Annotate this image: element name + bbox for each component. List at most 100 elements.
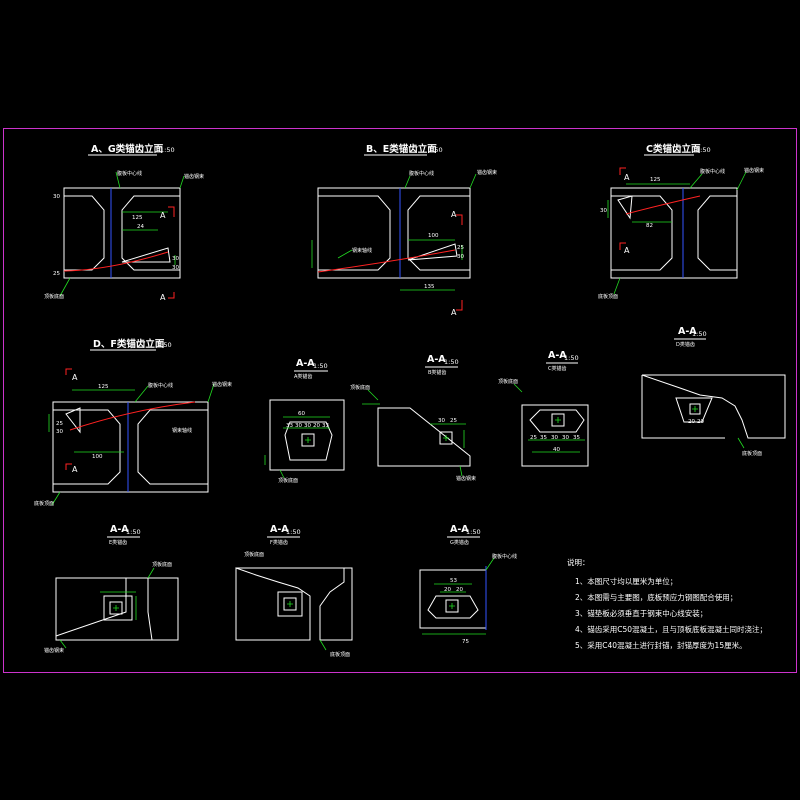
view-c-dim2: 82 [646, 223, 653, 229]
view-df-marker-bottom: A [72, 465, 78, 474]
section-e-label-plate: 顶板底面 [152, 561, 172, 568]
section-c: A-A 1:50 C类锚齿 25 35 30 30 35 40 顶板底面 [498, 350, 589, 467]
view-ag-dim2: 24 [137, 224, 144, 230]
view-be-label-anchor: 锚齿钢束 [477, 169, 497, 176]
view-be-label-tendon: 钢束轴线 [352, 247, 372, 254]
view-c-title: C类锚齿立面 [646, 143, 701, 155]
section-a-dim-1: 33 [286, 423, 293, 429]
section-d-dim-2: 20 [697, 419, 704, 425]
view-c-marker-bottom: A [624, 246, 630, 255]
view-be-dim4: 30 [457, 254, 464, 260]
section-b-title: A-A [427, 354, 446, 365]
view-c-dim1: 125 [650, 177, 661, 183]
section-g-dim-2: 20 [456, 587, 463, 593]
section-e-title: A-A [110, 524, 129, 535]
view-df-label-centerline: 腹板中心线 [148, 382, 173, 389]
section-b-dim-top2: 25 [450, 418, 457, 424]
notes-header: 说明： [567, 557, 590, 567]
section-d-sub: D类锚齿 [676, 341, 695, 348]
note-item-3: 3、锚垫板必须垂直于钢束中心线安装； [575, 608, 707, 618]
view-be-label-centerline: 腹板中心线 [409, 170, 434, 177]
note-item-1: 1、本图尺寸均以厘米为单位； [575, 576, 677, 586]
section-a-dim-3: 30 [304, 423, 311, 429]
section-f-scale: 1:50 [286, 528, 301, 536]
section-a-dim-2: 30 [295, 423, 302, 429]
section-f-label-anchor: 底板顶面 [330, 651, 350, 658]
section-g: A-A 1:50 G类锚齿 53 20 20 75 腹板中心线 [419, 524, 517, 645]
section-a-label-plate: 顶板底面 [278, 477, 298, 484]
section-c-dim-3: 30 [551, 435, 558, 441]
view-ag-label-anchor: 锚齿钢束 [184, 173, 204, 180]
view-df-scale: 1:50 [157, 341, 172, 349]
view-df-label-anchor: 锚齿钢束 [212, 381, 232, 388]
view-df-title: D、F类锚齿立面 [93, 338, 165, 350]
view-df-dim2: 100 [92, 454, 103, 460]
view-c-label-plate: 底板顶面 [598, 293, 618, 300]
section-b-dim-top: 30 [438, 418, 445, 424]
section-g-scale: 1:50 [466, 528, 481, 536]
section-d: A-A 1:50 D类锚齿 20 20 底板顶面 [641, 326, 786, 457]
view-be-elevation: B、E类锚齿立面 1:50 100 135 25 30 A A 腹板中心线 锚齿… [311, 143, 497, 317]
section-c-dim-4: 30 [562, 435, 569, 441]
view-df-dim3: 25 [56, 421, 63, 427]
view-ag-marker-bottom: A [160, 293, 166, 302]
section-e: A-A 1:50 E类锚齿 顶板底面 锚齿钢束 [44, 524, 179, 654]
view-be-title: B、E类锚齿立面 [366, 143, 437, 155]
note-item-4: 4、锚齿采用C50混凝土，且与顶板底板混凝土同时浇注； [575, 624, 767, 634]
section-f-label-plate: 顶板底面 [244, 551, 264, 558]
view-df-dim1: 125 [98, 384, 109, 390]
section-c-sub: C类锚齿 [548, 365, 567, 372]
section-c-dim-1: 25 [530, 435, 537, 441]
view-be-dim2: 135 [424, 284, 435, 290]
view-ag-scale: 1:50 [160, 146, 175, 154]
section-b: A-A 1:50 B类锚齿 30 25 顶板底面 锚齿钢束 [350, 354, 476, 482]
view-ag-label-plate: 顶板底面 [44, 293, 64, 300]
view-c-elevation: C类锚齿立面 1:50 125 82 30 A A 腹板中心线 锚齿钢束 底板顶… [598, 143, 764, 300]
view-c-scale: 1:50 [696, 146, 711, 154]
section-c-scale: 1:50 [564, 354, 579, 362]
section-f-sub: F类锚齿 [270, 539, 288, 546]
view-df-dim4: 30 [56, 429, 63, 435]
section-f-title: A-A [270, 524, 289, 535]
section-a-dim-5: 33 [322, 423, 329, 429]
view-be-marker-top: A [451, 210, 457, 219]
view-df-label-plate: 底板顶面 [34, 500, 54, 507]
section-d-label-plate: 底板顶面 [742, 450, 762, 457]
view-df-marker-top: A [72, 373, 78, 382]
view-c-marker-top: A [624, 173, 630, 182]
view-ag-marker-top: A [160, 211, 166, 220]
section-g-sub: G类锚齿 [450, 539, 469, 546]
section-c-dim-5: 35 [573, 435, 580, 441]
section-e-sub: E类锚齿 [109, 539, 127, 546]
view-be-dim1: 100 [428, 233, 439, 239]
section-d-scale: 1:50 [692, 330, 707, 338]
view-ag-dim1: 125 [132, 215, 143, 221]
view-ag-dim4: 25 [53, 271, 60, 277]
section-a-dim-4: 20 [313, 423, 320, 429]
view-df-elevation: D、F类锚齿立面 1:50 125 100 25 30 A A 腹板中心线 锚齿… [34, 338, 232, 507]
section-b-label-plate: 顶板底面 [350, 384, 370, 391]
section-f: A-A 1:50 F类锚齿 顶板底面 底板顶面 [235, 524, 353, 658]
view-be-dim3: 25 [457, 245, 464, 251]
view-c-label-centerline: 腹板中心线 [700, 168, 725, 175]
section-a-dim-top: 60 [298, 411, 305, 417]
section-b-sub: B类锚齿 [428, 369, 446, 376]
section-a: A-A 1:50 A类锚齿 60 33 30 30 20 33 顶板底面 [264, 358, 345, 484]
section-c-dim-2: 35 [540, 435, 547, 441]
section-a-sub: A类锚齿 [294, 373, 312, 380]
section-a-title: A-A [296, 358, 315, 369]
section-c-title: A-A [548, 350, 567, 361]
view-c-label-anchor: 锚齿钢束 [744, 167, 764, 174]
view-c-dim3: 30 [600, 208, 607, 214]
section-g-label-centerline: 腹板中心线 [492, 553, 517, 560]
view-ag-dim3: 30 [53, 194, 60, 200]
view-ag-title: A、G类锚齿立面 [91, 143, 164, 155]
view-df-label-tendon: 钢束轴线 [172, 427, 192, 434]
note-item-2: 2、本图需与主要图，底板预应力钢图配合使用； [575, 592, 737, 602]
view-ag-dim6: 30 [172, 265, 179, 271]
view-ag-elevation: A、G类锚齿立面 1:50 125 24 30 25 30 30 A A 腹板中… [44, 143, 204, 302]
section-g-dim-bottom: 75 [462, 639, 469, 645]
section-d-dim-1: 20 [688, 419, 695, 425]
note-item-5: 5、采用C40混凝土进行封锚，封锚厚度为15厘米。 [575, 640, 747, 650]
